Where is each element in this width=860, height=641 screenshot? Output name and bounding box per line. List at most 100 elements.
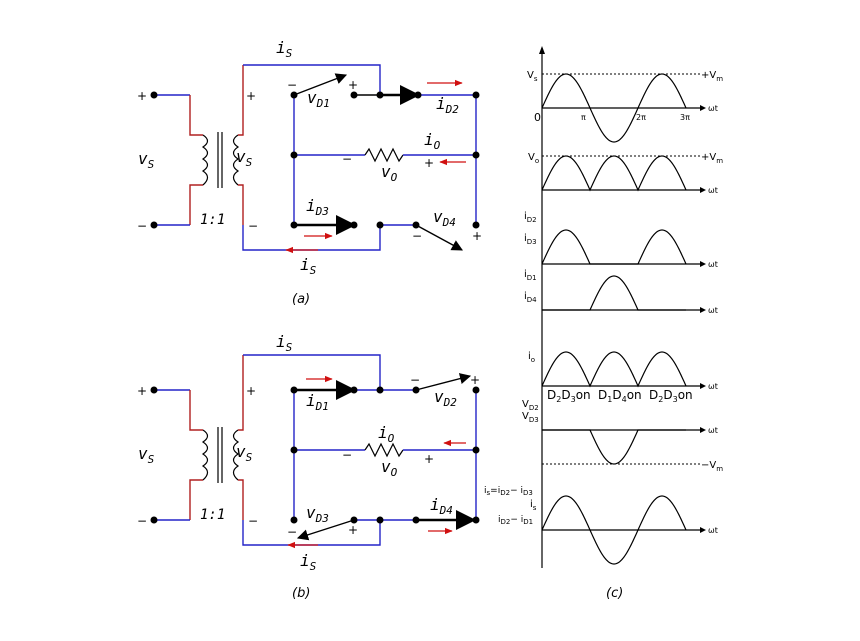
vd1-plus-label: + xyxy=(348,78,358,92)
vo-minus-label: − xyxy=(342,448,352,462)
wt-label: ωt xyxy=(708,104,718,113)
svg-text:is: is xyxy=(530,499,537,512)
id1-sub: D1 xyxy=(315,400,329,413)
is-plot xyxy=(541,495,706,565)
vo-sub: O xyxy=(391,171,398,184)
vs-plot xyxy=(541,73,706,143)
is-axis-label: i xyxy=(530,499,533,510)
svg-text:vS: vS xyxy=(138,149,155,171)
svg-text:iD4: iD4 xyxy=(430,495,453,517)
conduction-3: D2D3on xyxy=(649,388,693,404)
svg-text:Vo: Vo xyxy=(528,152,539,165)
vd4-sub: D4 xyxy=(442,216,456,229)
vd2-vd3-plot xyxy=(542,427,706,465)
caption-a: (a) xyxy=(292,292,310,307)
vs-axis-label: V xyxy=(527,70,534,81)
is-equation-label: is=iD2− iD3 xyxy=(484,486,533,497)
vs-primary-label: v xyxy=(138,149,148,168)
svg-text:vD2: vD2 xyxy=(434,387,457,409)
vd4-plus-label: + xyxy=(472,229,482,243)
vs-waveform xyxy=(541,73,687,143)
svg-text:vS: vS xyxy=(236,147,253,169)
svg-text:iD3: iD3 xyxy=(306,196,329,218)
vo-plot xyxy=(541,155,706,193)
three-pi-tick: 3π xyxy=(680,113,690,122)
svg-text:iD3: iD3 xyxy=(524,233,537,246)
svg-text:ωt: ωt xyxy=(708,260,718,269)
vd3-axis-label: V xyxy=(522,411,529,422)
id1-label: i xyxy=(306,391,316,410)
svg-text:−Vm: −Vm xyxy=(701,460,723,473)
transformer-icon xyxy=(201,427,240,483)
id4-axis-label: i xyxy=(524,291,527,302)
svg-text:ωt: ωt xyxy=(708,186,718,195)
id2-axis-label: i xyxy=(524,211,527,222)
svg-text:vD3: vD3 xyxy=(306,503,329,525)
vd3-sub: D3 xyxy=(315,512,329,525)
svg-text:vS: vS xyxy=(236,442,253,464)
io-plot xyxy=(541,351,706,389)
circuit-a: + − vS vS 1:1 + − iS iS − + vD1 iD2 iO −… xyxy=(137,38,482,307)
id2-id3-plot xyxy=(541,229,706,267)
is-bottom-sub: S xyxy=(310,264,317,277)
minus-left-label: − xyxy=(137,514,147,528)
id1-axis-label: i xyxy=(524,269,527,280)
vo-waveform xyxy=(541,155,687,192)
is-bottom-sub: S xyxy=(310,560,317,573)
is-bottom-label: i xyxy=(300,551,310,570)
svg-text:iS: iS xyxy=(300,551,317,573)
svg-text:Vs: Vs xyxy=(527,70,538,83)
id2-label: i xyxy=(436,94,446,113)
vd2-minus-label: − xyxy=(410,373,420,387)
svg-text:VD2: VD2 xyxy=(522,399,539,412)
vo-plus-label: + xyxy=(424,452,434,466)
vd2-plus-label: + xyxy=(470,373,480,387)
is-waveform xyxy=(541,495,687,565)
svg-text:vS: vS xyxy=(138,444,155,466)
svg-text:iD2: iD2 xyxy=(524,211,537,224)
svg-text:+Vm: +Vm xyxy=(701,70,723,83)
zero-tick: 0 xyxy=(534,111,541,124)
id3-axis-label: i xyxy=(524,233,527,244)
vs-primary-sub: S xyxy=(148,453,155,466)
vs-primary-label: v xyxy=(138,444,148,463)
plus-left-label: + xyxy=(137,89,147,103)
vo-sub: O xyxy=(391,466,398,479)
vo-axis-label: V xyxy=(528,152,535,163)
vd3-label: v xyxy=(306,503,316,522)
minus-secondary-label: − xyxy=(248,514,258,528)
conduction-2: D1D4on xyxy=(598,388,642,404)
minus-left-label: − xyxy=(137,219,147,233)
caption-c: (c) xyxy=(606,586,623,601)
turns-ratio-label: 1:1 xyxy=(200,507,225,523)
svg-text:ωt: ωt xyxy=(708,426,718,435)
is-bottom-label: i xyxy=(300,255,310,274)
id4-sub: D4 xyxy=(439,504,453,517)
vs-secondary-label: v xyxy=(236,442,246,461)
svg-text:ωt: ωt xyxy=(708,382,718,391)
svg-text:iD4: iD4 xyxy=(524,291,537,304)
io-sub: O xyxy=(434,139,441,152)
svg-text:iD1: iD1 xyxy=(524,269,537,282)
vd1-label: v xyxy=(307,88,317,107)
vo-minus-label: − xyxy=(342,152,352,166)
io-axis-label: i xyxy=(528,351,531,362)
svg-text:io: io xyxy=(528,351,535,364)
io-waveform xyxy=(541,351,687,388)
vm-plus-label: +V xyxy=(701,70,716,81)
svg-text:vO: vO xyxy=(381,162,398,184)
vd4-minus-label: − xyxy=(412,229,422,243)
id1-id4-plot xyxy=(542,275,706,313)
is-top-label: i xyxy=(276,332,286,351)
svg-text:iS: iS xyxy=(300,255,317,277)
svg-text:iS: iS xyxy=(276,332,293,354)
id2-id3-waveform xyxy=(541,229,687,265)
id4-label: i xyxy=(430,495,440,514)
vd2-label: v xyxy=(434,387,444,406)
svg-text:vD1: vD1 xyxy=(307,88,330,110)
svg-text:ωt: ωt xyxy=(708,526,718,535)
two-pi-tick: 2π xyxy=(636,113,646,122)
plus-secondary-label: + xyxy=(246,89,256,103)
plus-left-label: + xyxy=(137,384,147,398)
io-label: i xyxy=(378,423,388,442)
